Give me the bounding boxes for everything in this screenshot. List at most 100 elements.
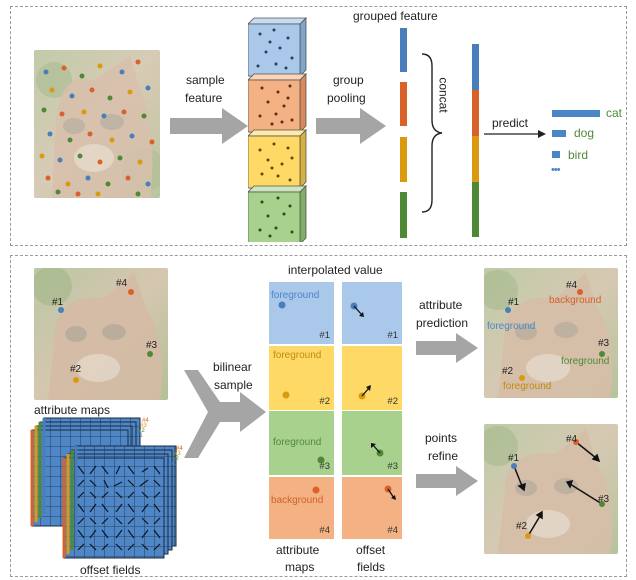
cat-photo-sampled <box>34 50 160 198</box>
refine-arrows <box>513 441 603 537</box>
class-bird: bird <box>568 148 589 162</box>
attr-tile-2-dot <box>282 391 290 399</box>
attr-tile-2-index: #2 <box>319 396 330 407</box>
pred-label-1: foreground <box>487 321 536 332</box>
refine-point-3: #3 <box>598 494 610 505</box>
concat-label: concat <box>436 77 451 113</box>
bilinear-arrow <box>184 370 266 458</box>
attr-tile-4: background #4 <box>269 477 334 539</box>
cat-photo-refine-art <box>484 424 618 554</box>
bottom-panel <box>10 255 627 577</box>
col1-label-2: maps <box>285 560 315 574</box>
offset-tile-3-arrow <box>371 443 384 457</box>
sample-points <box>39 59 155 197</box>
photo-point-4: #4 <box>116 278 128 289</box>
cat-photo-refine <box>484 424 618 554</box>
offset-tile-3-index: #3 <box>387 461 398 472</box>
predict-label: predict <box>492 116 529 130</box>
attr-tile-4-label: background <box>271 495 324 506</box>
sample-label-2: feature <box>185 91 223 105</box>
grouped-feature-title: grouped feature <box>353 9 438 23</box>
refine-point-4: #4 <box>566 434 578 445</box>
offset-tile-2: #2 <box>342 346 402 410</box>
pred-label-3: foreground <box>561 356 610 367</box>
grouped-bar-green <box>400 192 407 238</box>
photo-point-2: #2 <box>70 364 82 375</box>
attr-pred-label-2: prediction <box>416 316 469 330</box>
class-cat: cat <box>606 106 623 120</box>
sample-arrow <box>170 108 248 144</box>
offset-tile-1-arrow <box>350 302 364 317</box>
attr-tile-4-dot <box>312 486 320 494</box>
interpolated-title: interpolated value <box>288 263 383 277</box>
cat-photo-points-art <box>34 268 168 400</box>
concat-bar-orange <box>472 90 479 136</box>
offset-tile-4-arrow <box>384 485 396 500</box>
concat-bar-yellow <box>472 136 479 182</box>
photo-point-1: #1 <box>52 297 64 308</box>
attr-tile-4-index: #4 <box>319 525 330 536</box>
attr-tile-3-dot <box>317 456 325 464</box>
pred-index-4: #4 <box>566 280 578 291</box>
stack-label-4b: #4 <box>176 446 183 452</box>
cube-blue <box>248 17 307 77</box>
stacked-grids <box>30 417 177 559</box>
cat-photo-points <box>34 268 168 400</box>
offset-tile-1: #1 <box>342 282 402 344</box>
attr-tile-1-label: foreground <box>271 290 320 301</box>
cat-photo-sampled-art <box>34 50 160 198</box>
refine-point-2: #2 <box>516 521 528 532</box>
attr-tile-3-label: foreground <box>273 437 322 448</box>
cat-photo-prediction-art <box>484 268 618 398</box>
attr-pred-arrow <box>416 333 478 363</box>
concat-brace <box>421 53 443 213</box>
attr-tile-2: foreground #2 <box>269 346 334 410</box>
offset-tile-3: #3 <box>342 411 402 475</box>
class-bar-bird <box>552 151 560 158</box>
stack-label-1: #1 <box>136 433 143 439</box>
refine-point-1: #1 <box>508 453 520 464</box>
bilinear-label-2: sample <box>214 378 253 392</box>
pred-index-3: #3 <box>598 338 610 349</box>
cube-yellow <box>248 129 307 189</box>
refine-arrow <box>416 466 478 496</box>
stack-label-1b: #1 <box>170 461 177 467</box>
attr-tile-1-dot <box>278 301 286 309</box>
class-dog: dog <box>574 126 595 140</box>
grouped-bar-orange <box>400 82 407 126</box>
stack-label-2b: #2 <box>172 456 179 462</box>
refine-label-2: refine <box>428 449 459 463</box>
stack-label-3b: #3 <box>174 451 181 457</box>
sample-label-1: sample <box>186 73 225 87</box>
attr-tile-1: foreground #1 <box>269 282 334 344</box>
feature-cubes <box>248 17 307 242</box>
refine-label-1: points <box>425 431 458 445</box>
offset-tile-1-index: #1 <box>387 330 398 341</box>
predict-arrow <box>484 130 546 138</box>
group-label-1: group <box>333 73 364 87</box>
offset-tile-4-index: #4 <box>387 525 398 536</box>
top-panel <box>10 6 627 246</box>
group-arrow <box>316 108 386 144</box>
offset-tile-2-index: #2 <box>387 396 398 407</box>
offset-tile-2-arrow <box>358 385 371 400</box>
class-bar-cat <box>552 110 600 117</box>
stack-label-3: #3 <box>140 423 147 429</box>
stack-label-2: #2 <box>138 428 145 434</box>
pred-index-1: #1 <box>508 297 520 308</box>
stack-label-4: #4 <box>142 418 149 424</box>
concat-bar-blue <box>472 44 479 90</box>
pred-index-2: #2 <box>502 366 514 377</box>
cat-photo-prediction <box>484 268 618 398</box>
pred-label-4: background <box>549 295 602 306</box>
offset-field-stack <box>62 445 177 559</box>
attr-pred-label-1: attribute <box>419 298 463 312</box>
concat-bar-green <box>472 182 479 237</box>
grouped-bar-blue <box>400 28 407 72</box>
offset-fields-label: offset fields <box>80 563 141 577</box>
offset-arrows <box>77 465 161 551</box>
attribute-maps-label: attribute maps <box>34 403 111 417</box>
pred-label-2: foreground <box>503 381 552 392</box>
class-bar-dog <box>552 130 566 137</box>
attr-tile-3-index: #3 <box>319 461 330 472</box>
